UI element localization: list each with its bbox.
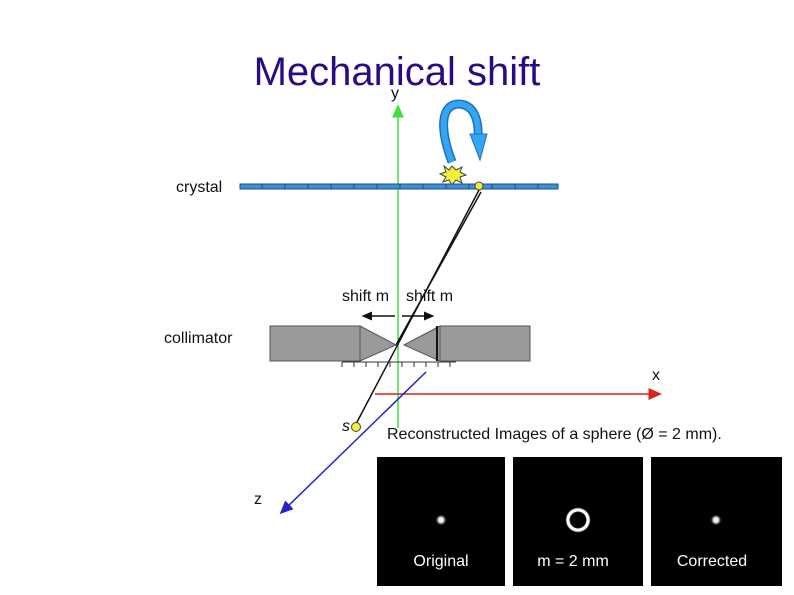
x-axis-label: x [652, 367, 660, 384]
z-axis [279, 371, 427, 515]
image-panel-shifted: m = 2 mm [513, 457, 643, 586]
page-title: Mechanical shift [253, 50, 541, 94]
z-axis-label: z [254, 491, 262, 508]
star-burst-icon [438, 164, 468, 186]
crystal-label: crystal [176, 179, 222, 196]
source-point [351, 422, 361, 432]
panel-label: Corrected [677, 553, 747, 570]
source-label: s [342, 418, 350, 435]
image-panel-corrected: Corrected [651, 457, 782, 586]
shift-left-label: shift m [342, 288, 389, 305]
panel-label: m = 2 mm [537, 553, 609, 570]
panel-label: Original [413, 553, 468, 570]
crystal-bar [239, 181, 559, 191]
reconstruction-caption: Reconstructed Images of a sphere (Ø = 2 … [387, 426, 722, 443]
shift-right-label: shift m [406, 288, 453, 305]
image-panel-original: Original [377, 457, 505, 586]
collimator-label: collimator [164, 330, 233, 347]
rotation-arrow-icon [439, 99, 488, 164]
ray-shifted [395, 191, 482, 346]
collimator [269, 325, 531, 367]
y-axis-label: y [391, 85, 399, 102]
